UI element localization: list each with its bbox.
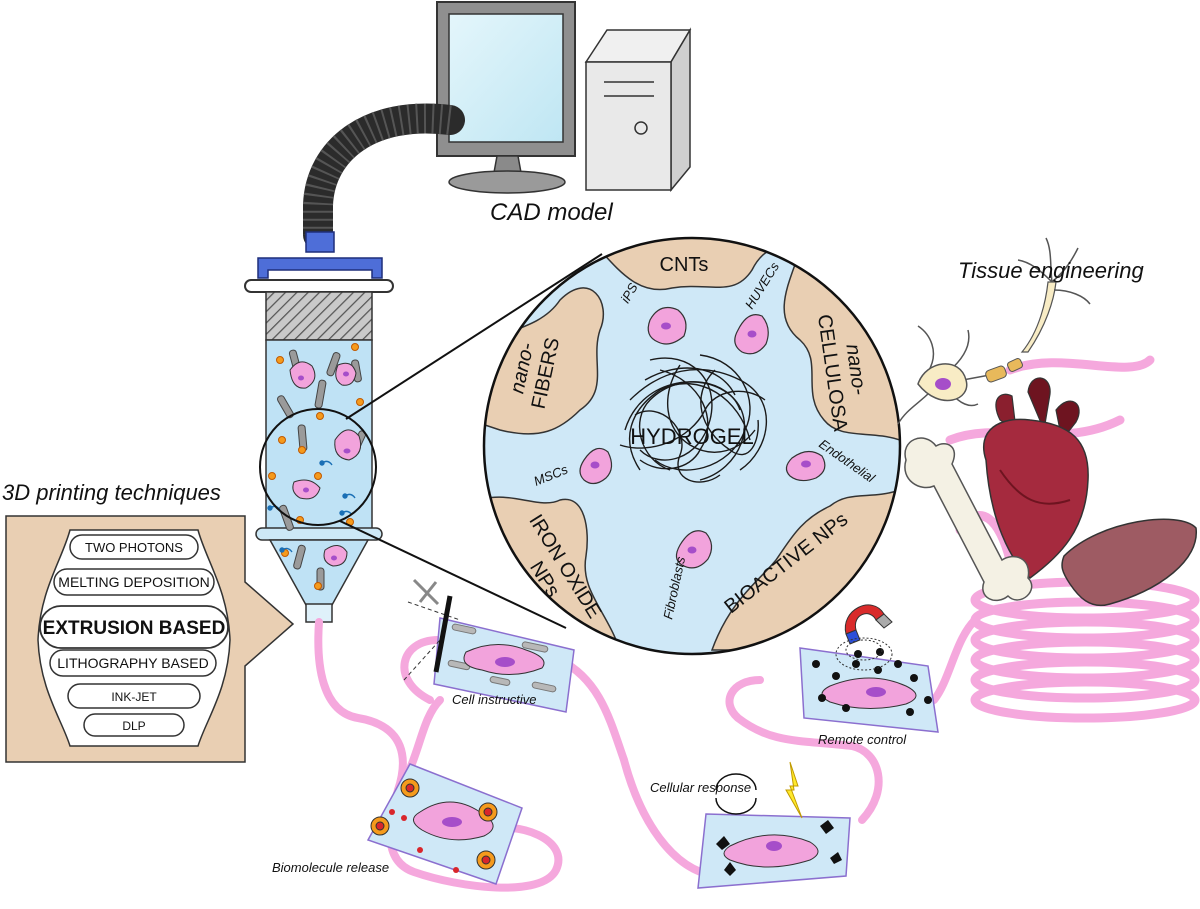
patch-remote-control xyxy=(799,604,939,733)
computer-monitor xyxy=(436,1,576,194)
svg-text:TWO PHOTONS: TWO PHOTONS xyxy=(85,540,183,555)
label-cell-instructive: Cell instructive xyxy=(452,692,537,707)
label-cnts: CNTs xyxy=(660,254,709,276)
svg-text:MELTING DEPOSITION: MELTING DEPOSITION xyxy=(58,574,209,590)
hydrogel-mesh xyxy=(619,354,767,483)
technique-ink-jet xyxy=(67,683,201,709)
magnet-icon xyxy=(835,604,893,671)
label-biomolecule-release: Biomolecule release xyxy=(272,860,389,875)
label-printing-techniques: 3D printing techniques xyxy=(2,480,221,505)
filler-nanofibers xyxy=(484,287,605,435)
hydrogel-label: HYDROGEL xyxy=(630,424,753,449)
svg-text:DLP: DLP xyxy=(122,719,145,733)
bone-illustration xyxy=(904,437,1033,602)
label-cellular-response: Cellular response xyxy=(650,780,751,795)
neuron-illustration xyxy=(897,237,1091,425)
techniques-panel: TWO PHOTONS MELTING DEPOSITION EXTRUSION… xyxy=(5,515,295,763)
hydrogel-circle: HYDROGEL CNTs nano- FIBERS nano- CELLULO… xyxy=(482,236,902,656)
cycle-arrows-icon xyxy=(715,773,757,815)
svg-text:LITHOGRAPHY BASED: LITHOGRAPHY BASED xyxy=(57,655,208,671)
zoom-line-bottom xyxy=(339,520,567,629)
syringe xyxy=(244,231,394,623)
patch-biomolecule-release xyxy=(366,763,523,885)
technique-extrusion-based xyxy=(39,605,229,649)
liver-illustration xyxy=(1061,518,1197,607)
corrugated-hose xyxy=(303,103,465,250)
svg-text:INK-JET: INK-JET xyxy=(111,690,157,704)
technique-dlp xyxy=(83,713,185,737)
syringe-cells xyxy=(289,361,362,567)
computer-tower xyxy=(584,27,692,193)
tissue-coil xyxy=(945,355,1200,723)
lightning-icon xyxy=(785,761,803,819)
svg-text:EXTRUSION BASED: EXTRUSION BASED xyxy=(43,618,226,639)
technique-two-photons xyxy=(69,534,199,560)
heart-illustration xyxy=(983,377,1089,579)
zoom-line-top xyxy=(345,253,603,420)
technique-melting-deposition xyxy=(53,568,215,596)
scissors-icon xyxy=(412,578,440,606)
label-tissue-engineering: Tissue engineering xyxy=(958,258,1144,283)
technique-lithography-based xyxy=(49,649,217,677)
label-cad-model: CAD model xyxy=(490,199,613,226)
circle-cells xyxy=(579,307,826,569)
label-remote-control: Remote control xyxy=(818,732,907,747)
patch-cell-instructive xyxy=(403,578,575,713)
patch-cellular-response xyxy=(697,761,851,889)
syringe-nanoparticles xyxy=(268,343,364,590)
